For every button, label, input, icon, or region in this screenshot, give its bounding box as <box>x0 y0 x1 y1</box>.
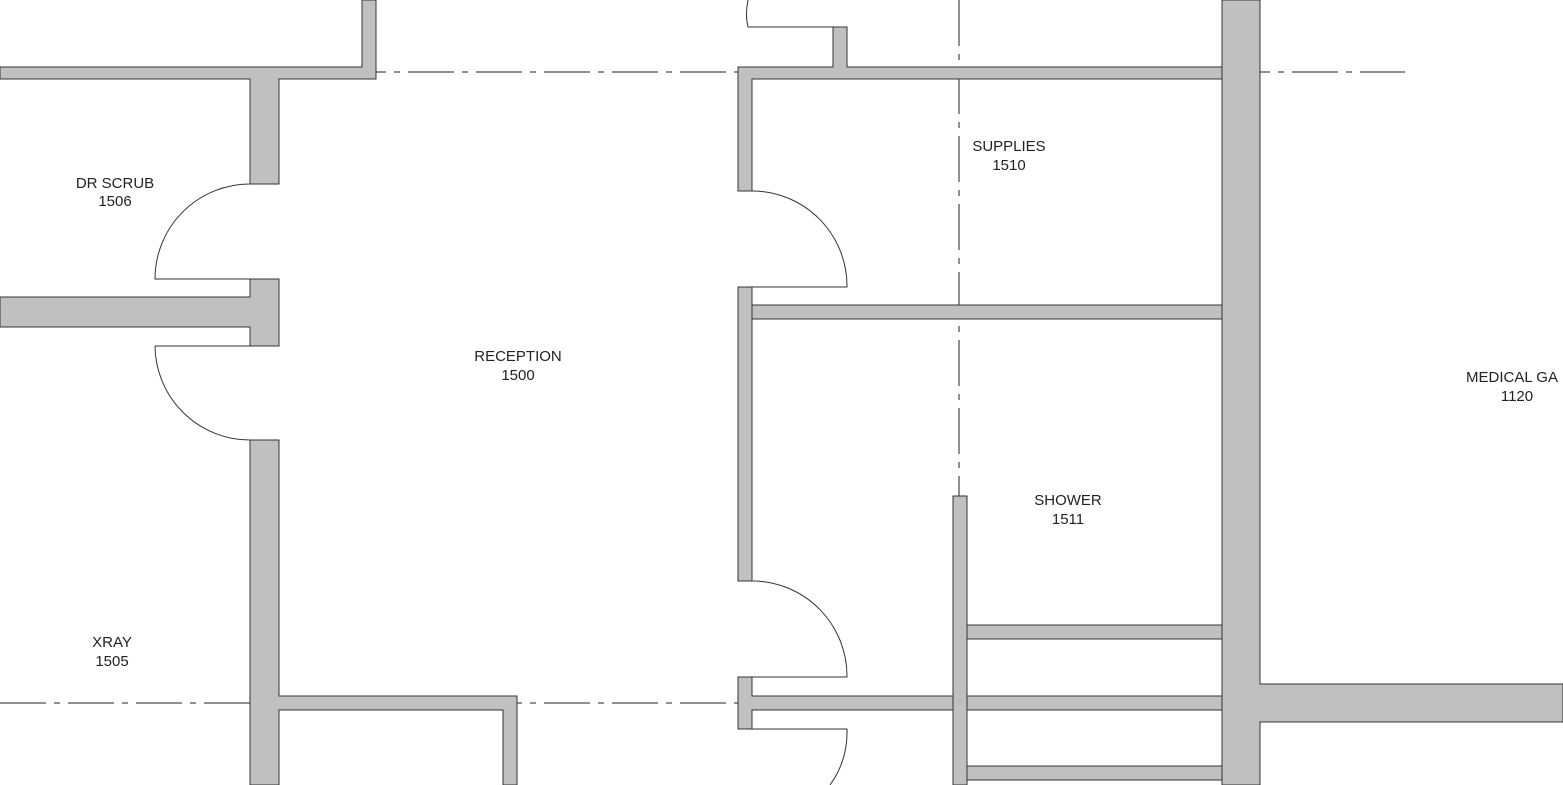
room-number: 1510 <box>992 157 1025 174</box>
room-name: SUPPLIES <box>972 138 1045 155</box>
wall-top-left <box>0 0 377 185</box>
room-number: 1511 <box>1052 511 1084 528</box>
room-name: DR SCRUB <box>76 175 154 192</box>
door-bottom[interactable] <box>752 728 848 785</box>
room-name: SHOWER <box>1034 492 1102 509</box>
wall-supplies-south <box>751 304 1223 320</box>
wall-reception-east <box>737 286 753 582</box>
room-number: 1500 <box>501 367 534 384</box>
room-name: XRAY <box>92 634 132 651</box>
door-dr-scrub[interactable] <box>154 183 251 280</box>
room-number: 1506 <box>98 193 131 210</box>
room-number: 1505 <box>95 653 128 670</box>
door-supplies[interactable] <box>751 190 848 288</box>
wall-reception-west <box>249 439 518 785</box>
doors <box>154 0 848 785</box>
door-xray[interactable] <box>154 345 251 441</box>
wall-supplies-north <box>737 26 1223 192</box>
wall-corridor-south <box>737 676 1223 730</box>
door-shower[interactable] <box>751 580 848 678</box>
wall-east-main <box>1221 0 1563 785</box>
door-top[interactable] <box>746 0 834 28</box>
wall-dr-scrub-xray <box>0 278 280 347</box>
wall-shower-partition <box>952 495 968 785</box>
wall-shower-south <box>966 624 1223 640</box>
room-number: 1120 <box>1501 388 1533 405</box>
wall-lower-partition <box>966 765 1223 781</box>
room-name: MEDICAL GA <box>1466 369 1558 386</box>
room-labels: DR SCRUB 1506 RECEPTION 1500 XRAY 1505 S… <box>76 138 1558 670</box>
room-name: RECEPTION <box>474 348 562 365</box>
